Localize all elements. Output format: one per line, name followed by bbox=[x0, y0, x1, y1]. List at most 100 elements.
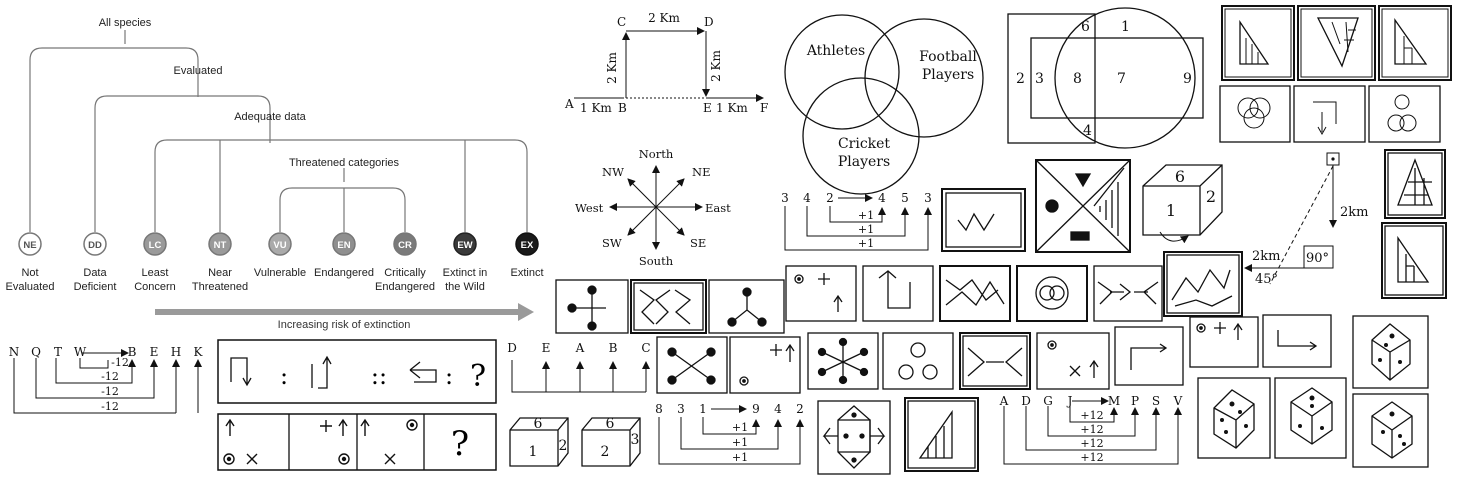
venn-cricket-label2: Players bbox=[838, 154, 890, 170]
number-shift-2: 8 3 1 9 4 2 +1 +1 +1 bbox=[655, 402, 804, 465]
iucn-node-ex bbox=[515, 232, 539, 256]
iucn-label2-ew: the Wild bbox=[445, 281, 485, 293]
number-shift-1: 3 4 2 4 5 3 +1 +1 +1 bbox=[781, 191, 932, 251]
ns2-n0: 8 bbox=[655, 402, 663, 416]
iucn-node-ne bbox=[18, 232, 42, 256]
region-4: 4 bbox=[1083, 123, 1092, 139]
region-3: 3 bbox=[1035, 71, 1044, 87]
tri-dist-2: 2km bbox=[1252, 249, 1280, 264]
analogy-question: : :: : ? bbox=[217, 339, 497, 404]
compass-north: North bbox=[639, 147, 674, 161]
dea-letter-b: B bbox=[609, 341, 618, 355]
ns2-l1: +1 bbox=[732, 436, 748, 449]
route-point-c: C bbox=[617, 15, 626, 29]
cube-a-side: 2 bbox=[559, 438, 568, 454]
compass-west: West bbox=[575, 201, 604, 215]
alpha-l1: +12 bbox=[1080, 423, 1103, 436]
route-point-e: E bbox=[703, 101, 712, 115]
venn-numbered: 1 2 3 4 6 7 8 9 bbox=[1007, 7, 1204, 149]
cube-b-top: 6 bbox=[606, 416, 615, 432]
iucn-node-lc bbox=[143, 232, 167, 256]
iucn-label-nt: Near bbox=[208, 267, 232, 279]
alpha-seq-7: V bbox=[1173, 394, 1183, 408]
alpha-l3: +12 bbox=[1080, 451, 1103, 464]
iucn-label2-dd: Deficient bbox=[74, 281, 117, 293]
cube-b-side: 3 bbox=[631, 432, 640, 448]
ns1-n1: 4 bbox=[803, 191, 811, 205]
compass-nw: NW bbox=[602, 165, 624, 179]
tri-angle-2: 45° bbox=[1255, 272, 1278, 287]
iucn-code-ex: EX bbox=[521, 240, 534, 251]
dea-letter-a: A bbox=[575, 341, 585, 355]
letter-offset-3: -12 bbox=[101, 385, 119, 398]
iucn-node-vu bbox=[268, 232, 292, 256]
dea-sequence: D E A B C bbox=[507, 341, 651, 393]
iucn-label-ne: Not bbox=[21, 267, 38, 279]
cube-a-front: 1 bbox=[529, 444, 538, 460]
iucn-code-ew: EW bbox=[457, 240, 472, 251]
ns1-n2: 2 bbox=[826, 191, 834, 205]
ns2-l0: +1 bbox=[732, 421, 748, 434]
triangle-figures-top bbox=[1219, 5, 1452, 143]
route-point-d: D bbox=[704, 15, 714, 29]
iucn-label-vu: Vulnerable bbox=[254, 267, 306, 279]
analogy-colon-2: : bbox=[445, 362, 453, 390]
tree-root-label: All species bbox=[99, 17, 152, 29]
ns1-n3: 4 bbox=[878, 191, 886, 205]
analogy-colon-1: : bbox=[280, 362, 288, 390]
route-point-b: B bbox=[618, 101, 627, 115]
ns1-n5: 3 bbox=[924, 191, 932, 205]
ns2-n4: 4 bbox=[774, 402, 782, 416]
route-right-dist: 2 Km bbox=[709, 49, 723, 81]
route-left-dist: 2 Km bbox=[605, 51, 619, 83]
iucn-code-vu: VU bbox=[273, 240, 286, 251]
compass-east: East bbox=[705, 201, 731, 215]
venn-football-label2: Players bbox=[922, 67, 974, 83]
ns1-n4: 5 bbox=[901, 191, 909, 205]
alpha-seq-1: D bbox=[1021, 394, 1031, 408]
dea-letter-e: E bbox=[542, 341, 551, 355]
alpha-seq-3: J bbox=[1066, 394, 1073, 408]
alpha-l2: +12 bbox=[1080, 437, 1103, 450]
analogy-q: ? bbox=[470, 359, 486, 394]
iucn-code-lc: LC bbox=[149, 240, 162, 251]
letter-seq-7: K bbox=[194, 345, 204, 359]
iucn-label-ew: Extinct in bbox=[443, 267, 488, 279]
iucn-node-en bbox=[332, 232, 356, 256]
iucn-code-nt: NT bbox=[214, 240, 227, 251]
iucn-node-cr bbox=[393, 232, 417, 256]
region-7: 7 bbox=[1117, 71, 1126, 87]
ns1-l0: +1 bbox=[858, 209, 874, 222]
iucn-label2-lc: Concern bbox=[134, 281, 176, 293]
ns2-l2: +1 bbox=[732, 451, 748, 464]
figure-grid bbox=[555, 149, 1447, 475]
cube-big-front: 1 bbox=[1166, 201, 1176, 220]
letter-seq-6: H bbox=[171, 345, 181, 359]
iucn-label-dd: Data bbox=[83, 267, 107, 279]
alpha-seq-5: P bbox=[1131, 394, 1139, 408]
iucn-node-nt bbox=[208, 232, 232, 256]
risk-label: Increasing risk of extinction bbox=[278, 319, 411, 331]
iucn-code-en: EN bbox=[337, 240, 350, 251]
ns2-n2: 1 bbox=[699, 402, 707, 416]
triangle-route: 2km 2km 90° 45° bbox=[1244, 152, 1368, 287]
venn-cricket-label: Cricket bbox=[838, 136, 890, 152]
iucn-label2-ne: Evaluated bbox=[6, 281, 55, 293]
dea-letter-c: C bbox=[641, 341, 650, 355]
route-point-a: A bbox=[564, 97, 574, 111]
region-1: 1 bbox=[1121, 19, 1130, 35]
iucn-label2-nt: Threatened bbox=[192, 281, 248, 293]
iucn-node-ew bbox=[453, 232, 477, 256]
region-8: 8 bbox=[1073, 71, 1082, 87]
compass-ne: NE bbox=[692, 165, 710, 179]
iucn-label-lc: Least bbox=[142, 267, 169, 279]
letter-seq-2: T bbox=[54, 345, 62, 359]
tri-dist-1: 2km bbox=[1340, 205, 1368, 220]
compass-south: South bbox=[639, 254, 674, 268]
region-6: 6 bbox=[1081, 19, 1090, 35]
iucn-code-ne: NE bbox=[23, 240, 36, 251]
route-top-dist: 2 Km bbox=[648, 11, 680, 25]
iucn-label-cr: Critically bbox=[384, 267, 426, 279]
letter-offset-1: -12 bbox=[111, 356, 129, 369]
compass-se: SE bbox=[690, 236, 706, 250]
